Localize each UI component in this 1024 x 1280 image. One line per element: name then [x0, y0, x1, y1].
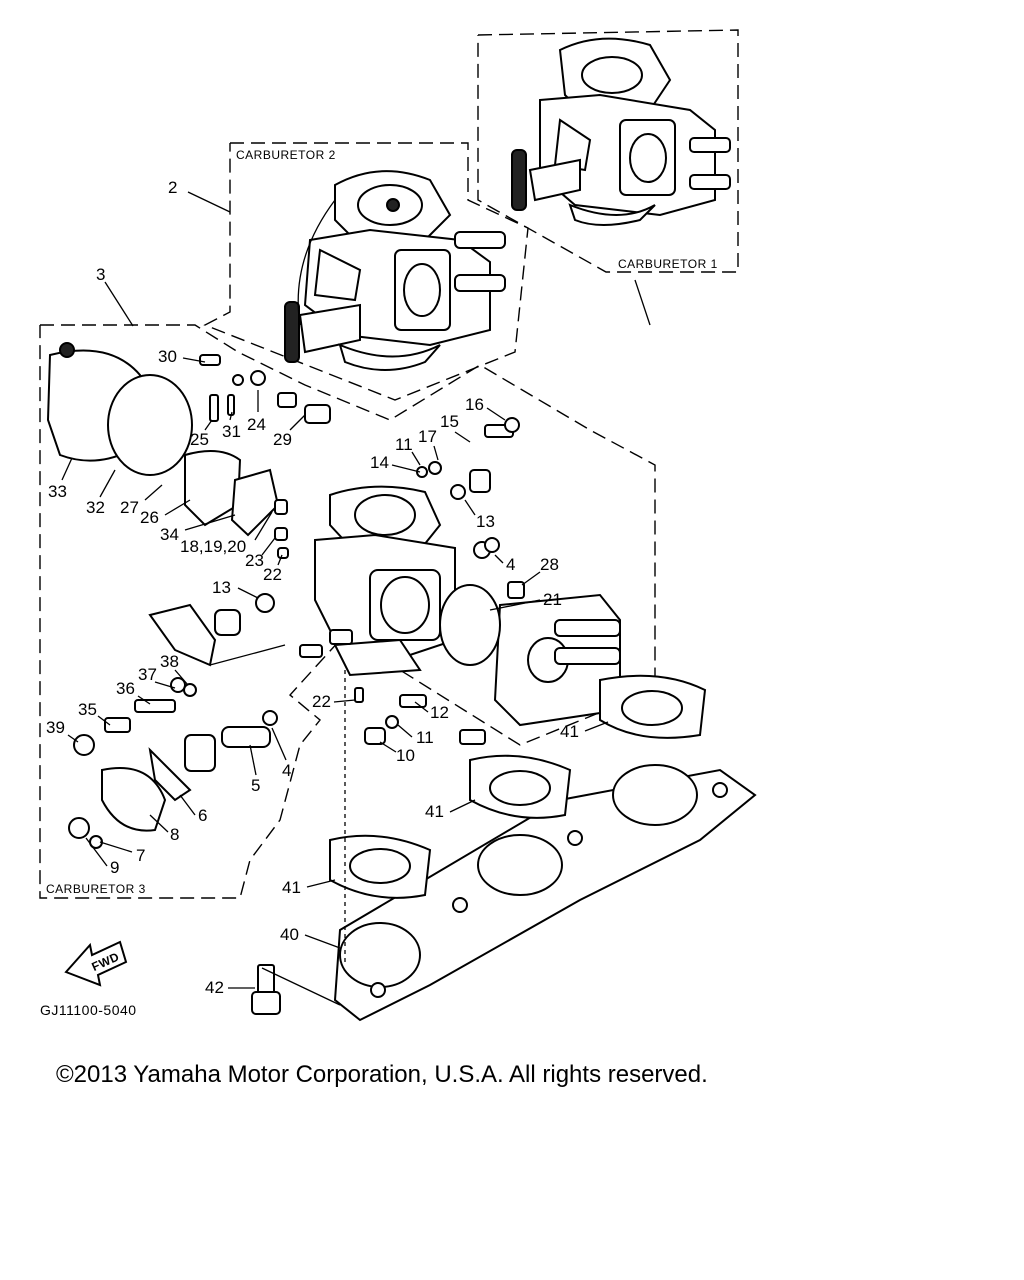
callout-22-upper: 22 — [263, 565, 282, 584]
callout-39: 39 — [46, 718, 65, 737]
callout-41-right: 41 — [560, 722, 579, 741]
forward-arrow-icon: FWD — [64, 940, 128, 987]
carburetor-3-body — [314, 485, 456, 677]
callout-36: 36 — [116, 679, 135, 698]
callout-42: 42 — [205, 978, 224, 997]
callout-25: 25 — [190, 430, 209, 449]
callout-27: 27 — [120, 498, 139, 517]
carburetor-3-box — [39, 281, 656, 899]
callout-41-middle: 41 — [425, 802, 444, 821]
callout-2: 2 — [168, 178, 177, 197]
gaskets — [329, 674, 707, 899]
carburetor-1-label: CARBURETOR 1 — [618, 257, 718, 271]
callout-41-left: 41 — [282, 878, 301, 897]
callout-14: 14 — [370, 453, 389, 472]
callout-9: 9 — [110, 858, 119, 877]
small-hardware — [199, 354, 525, 599]
callout-37: 37 — [138, 665, 157, 684]
callout-32: 32 — [86, 498, 105, 517]
carburetor-2-box — [187, 142, 529, 401]
callout-13-upper: 13 — [476, 512, 495, 531]
callout-15: 15 — [440, 412, 459, 431]
callout-31: 31 — [222, 422, 241, 441]
callout-10: 10 — [396, 746, 415, 765]
copyright-notice: ©2013 Yamaha Motor Corporation, U.S.A. A… — [56, 1061, 708, 1088]
callout-4-lower: 4 — [282, 761, 291, 780]
throttle-lever-parts — [68, 593, 486, 849]
callout-21: 21 — [543, 590, 562, 609]
diagram-code: GJ11100-5040 — [40, 1002, 137, 1018]
callout-26: 26 — [140, 508, 159, 527]
callout-11-upper: 11 — [395, 435, 413, 454]
callout-16: 16 — [465, 395, 484, 414]
callout-40: 40 — [280, 925, 299, 944]
intake-manifold — [333, 764, 757, 1022]
callout-38: 38 — [160, 652, 179, 671]
carburetor-3-label: CARBURETOR 3 — [46, 882, 146, 896]
callout-7: 7 — [136, 846, 145, 865]
callouts: 2 3 30 24 25 31 29 16 15 11 17 14 13 33 … — [46, 178, 609, 997]
callout-4-upper: 4 — [506, 555, 515, 574]
callout-13-lower: 13 — [212, 578, 231, 597]
callout-35: 35 — [78, 700, 97, 719]
guide-lines — [209, 644, 346, 965]
callout-12: 12 — [430, 703, 449, 722]
callout-24: 24 — [247, 415, 266, 434]
callout-33: 33 — [48, 482, 67, 501]
diaphragm-parts — [46, 342, 280, 537]
callout-8: 8 — [170, 825, 179, 844]
carburetor-exploded-diagram: FWD CARBURETOR 1 CARBURETOR 2 CARBURETOR… — [39, 29, 757, 1022]
callout-6: 6 — [198, 806, 207, 825]
manifold-bolt — [251, 964, 341, 1015]
carburetor-2-assembly — [284, 170, 506, 371]
callout-3: 3 — [96, 265, 105, 284]
carburetor-1-assembly — [511, 37, 731, 226]
callout-11-lower: 11 — [416, 728, 434, 747]
callout-23: 23 — [245, 551, 264, 570]
float-chamber-cover — [439, 584, 621, 727]
carburetor-1-box — [477, 29, 739, 326]
callout-22-lower: 22 — [312, 692, 331, 711]
callout-29: 29 — [273, 430, 292, 449]
carburetor-2-label: CARBURETOR 2 — [236, 148, 336, 162]
callout-28: 28 — [540, 555, 559, 574]
callout-34: 34 — [160, 525, 179, 544]
callout-5: 5 — [251, 776, 260, 795]
callout-17: 17 — [418, 427, 437, 446]
callout-18-19-20: 18,19,20 — [180, 537, 246, 556]
callout-30: 30 — [158, 347, 177, 366]
